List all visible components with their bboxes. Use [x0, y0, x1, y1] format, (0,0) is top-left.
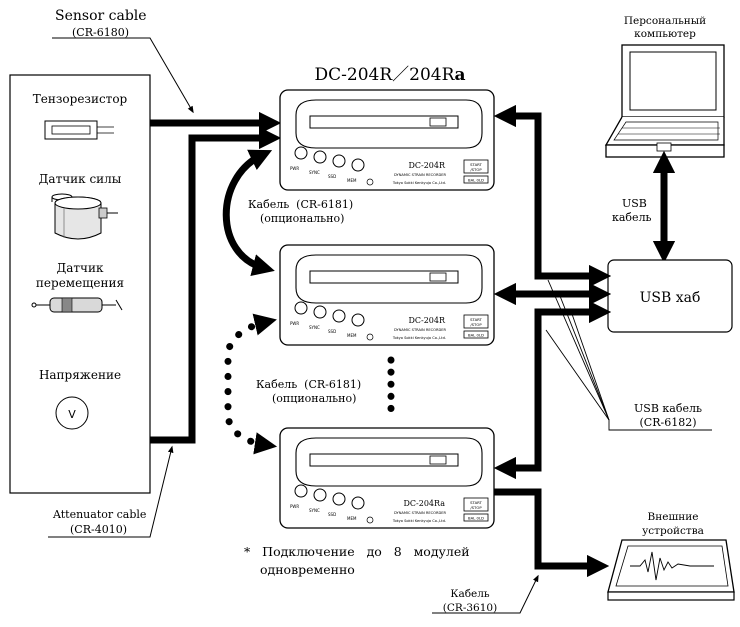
pc-label-2: компьютер: [634, 28, 696, 40]
cable-6181-label-b2: (опционально): [272, 392, 356, 405]
svg-text:BAL 0LD: BAL 0LD: [468, 333, 484, 338]
cable-6181-label-a2: (опционально): [260, 212, 344, 225]
load-cell-label: Датчик силы: [39, 172, 122, 186]
attenuator-cable-label: Attenuator cable: [52, 508, 146, 521]
recorder-device-icon: [607, 539, 735, 601]
svg-text:MEM: MEM: [347, 516, 357, 521]
cascade-arrow-1: [222, 149, 275, 277]
svg-text:PWR: PWR: [290, 321, 299, 326]
recorder-3-model: DC-204Ra: [404, 499, 446, 508]
cable-3610-leader: [432, 574, 539, 614]
cascade-arrow-2: [224, 313, 278, 455]
recorder-unit-2: PWR SYNC SSD MEM DC-204R DYNAMIC STRAIN …: [279, 244, 495, 346]
laptop-icon: [604, 44, 725, 158]
usb-cable-6182-leaders: [545, 279, 712, 431]
voltmeter-icon: [55, 396, 89, 430]
note-line-1: * Подключение до 8 модулей: [244, 544, 470, 559]
svg-text:DYNAMIC STRAIN RECORDER: DYNAMIC STRAIN RECORDER: [394, 511, 447, 515]
recorder-unit-3: PWR SYNC SSD MEM DC-204Ra DYNAMIC STRAIN…: [279, 427, 495, 529]
external-output-arrow: [494, 488, 610, 578]
load-cell-icon: [51, 193, 118, 240]
svg-text:DYNAMIC STRAIN RECORDER: DYNAMIC STRAIN RECORDER: [394, 173, 447, 177]
svg-text:PWR: PWR: [290, 166, 299, 171]
sensor-cable-leader: [52, 37, 194, 114]
external-label-2: устройства: [642, 525, 704, 537]
displacement-label-1: Датчик: [57, 261, 104, 275]
displacement-sensor-icon: [31, 297, 123, 313]
svg-text:SYNC: SYNC: [309, 325, 320, 330]
svg-text:SSD: SSD: [328, 512, 336, 517]
svg-text:SSD: SSD: [328, 174, 336, 179]
svg-text:MEM: MEM: [347, 333, 357, 338]
svg-text:START: START: [470, 162, 482, 167]
svg-text:START: START: [470, 500, 482, 505]
usb-cable-hub-label-1: USB кабель: [634, 402, 702, 415]
displacement-label-2: перемещения: [36, 276, 124, 290]
external-label-1: Внешние: [648, 511, 699, 523]
note-line-2: одновременно: [260, 562, 355, 577]
usb-cable-pc-label-2: кабель: [612, 211, 652, 224]
diagram-title: DC-204R／204Ra: [315, 65, 466, 85]
sensor-panel: [9, 74, 151, 494]
svg-text:BAL 0LD: BAL 0LD: [468, 178, 484, 183]
svg-text:BAL 0LD: BAL 0LD: [468, 516, 484, 521]
svg-text:/STOP: /STOP: [470, 505, 482, 510]
sensor-cable-model: (CR-6180): [72, 26, 129, 39]
svg-text:/STOP: /STOP: [470, 167, 482, 172]
svg-text:DYNAMIC STRAIN RECORDER: DYNAMIC STRAIN RECORDER: [394, 328, 447, 332]
cable-3610-label-2: (CR-3610): [443, 602, 497, 614]
attenuator-cable-leader: [48, 445, 174, 538]
usb-cable-pc-label-1: USB: [622, 197, 647, 210]
voltmeter-symbol: V: [68, 408, 76, 421]
pc-label-1: Персональный: [624, 15, 706, 27]
usb-hub-label: USB хаб: [640, 290, 701, 306]
svg-text:MEM: MEM: [347, 178, 357, 183]
recorder-1-model: DC-204R: [408, 161, 446, 170]
usb-cable-hub-label-2: (CR-6182): [640, 416, 697, 429]
recorder-2-model: DC-204R: [408, 316, 446, 325]
svg-text:Tokyo Sokki Kenkyujo Co.,Ltd.: Tokyo Sokki Kenkyujo Co.,Ltd.: [392, 336, 446, 340]
svg-text:SYNC: SYNC: [309, 508, 320, 513]
sensor-cable-label: Sensor cable: [55, 8, 147, 24]
strain-gauge-label: Тензорезистор: [33, 92, 128, 106]
svg-text:START: START: [470, 317, 482, 322]
svg-text:Tokyo Sokki Kenkyujo Co.,Ltd.: Tokyo Sokki Kenkyujo Co.,Ltd.: [392, 181, 446, 185]
svg-text:SYNC: SYNC: [309, 170, 320, 175]
usb-connections: [493, 104, 612, 480]
attenuator-cable-model: (CR-4010): [70, 523, 127, 536]
sensor-input-arrows: [150, 111, 282, 444]
cable-6181-label-b1: Кабель (CR-6181): [256, 378, 361, 391]
cable-6181-label-a1: Кабель (CR-6181): [248, 198, 353, 211]
svg-text:Tokyo Sokki Kenkyujo Co.,Ltd.: Tokyo Sokki Kenkyujo Co.,Ltd.: [392, 519, 446, 523]
svg-text:/STOP: /STOP: [470, 322, 482, 327]
cable-3610-label-1: Кабель: [450, 588, 490, 600]
recorder-unit-1: PWR SYNC SSD MEM DC-204R DYNAMIC STRAIN …: [279, 89, 495, 191]
voltage-label: Напряжение: [39, 368, 121, 382]
svg-text:PWR: PWR: [290, 504, 299, 509]
svg-text:SSD: SSD: [328, 329, 336, 334]
strain-gauge-icon: [44, 120, 114, 140]
